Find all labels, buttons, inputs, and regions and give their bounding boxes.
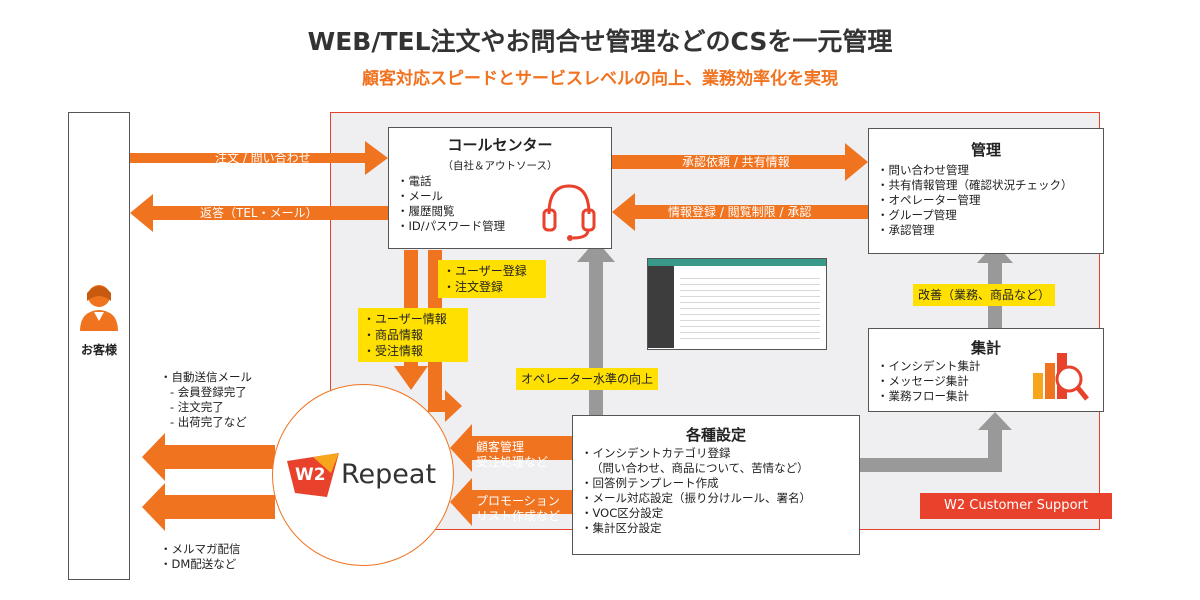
list-item: メール対応設定（振り分けルール、署名） xyxy=(581,491,812,506)
label-info-set: ユーザー情報 商品情報 受注情報 xyxy=(358,308,468,362)
label-reply: 返答（TEL・メール） xyxy=(200,206,318,220)
list-item: メール xyxy=(397,189,505,204)
chart-magnifier-icon xyxy=(1033,353,1089,401)
list-item: インシデントカテゴリ登録 xyxy=(581,446,811,461)
list-item: ID/パスワード管理 xyxy=(397,219,506,234)
arrow-operator-level xyxy=(577,240,615,415)
repeat-logo-text: Repeat xyxy=(341,459,437,490)
settings-items: インシデントカテゴリ登録 （問い合わせ、商品について、苦情など） 回答例テンプレ… xyxy=(581,446,811,536)
arrow-reply xyxy=(130,194,388,232)
thumb-header xyxy=(648,259,826,266)
aggregation-title: 集計 xyxy=(970,339,1001,357)
w2-logo-mark: W2 xyxy=(295,465,326,485)
label-info-registration: 情報登録 / 閲覧制限 / 承認 xyxy=(668,205,812,219)
customer-label: お客様 xyxy=(80,343,117,357)
arrow-customer-mgmt xyxy=(450,424,572,472)
label-promotion-2: リスト作成など xyxy=(476,509,561,523)
arrow-auto-mail xyxy=(142,433,275,481)
list-item: VOC区分設定 xyxy=(581,506,811,521)
list-item: オペレーター管理 xyxy=(877,193,1073,208)
label-customer-mgmt-2: 受注処理など xyxy=(476,455,549,469)
label-promotion-1: プロモーション xyxy=(476,494,560,508)
label-user-info: ユーザー情報 xyxy=(363,311,463,327)
arrow-mailmag xyxy=(142,483,275,531)
list-item: 承認管理 xyxy=(877,223,1073,238)
page-subtitle: 顧客対応スピードとサービスレベルの向上、業務効率化を実現 xyxy=(362,69,838,89)
aggregation-items: インシデント集計 メッセージ集計 業務フロー集計 xyxy=(877,359,981,404)
list-item: 履歴閲覧 xyxy=(397,204,505,219)
screenshot-thumbnail xyxy=(647,258,827,350)
label-order-inquiry: 注文 / 問い合わせ xyxy=(215,151,311,165)
list-item: グループ管理 xyxy=(877,208,1073,223)
arrow-order-inquiry xyxy=(130,141,388,175)
w2-logo-icon xyxy=(287,453,339,497)
label-order-registration: 注文登録 xyxy=(443,279,541,295)
list-item: 共有情報管理（確認状況チェック） xyxy=(877,178,1073,193)
management-title: 管理 xyxy=(970,141,1001,159)
label-order-info: 受注情報 xyxy=(363,343,463,359)
label-customer-mgmt-1: 顧客管理 xyxy=(476,440,525,454)
auto-mail-heading: ・自動送信メール xyxy=(160,370,252,384)
person-icon xyxy=(80,285,118,331)
arrow-info-registration xyxy=(612,193,868,231)
management-box: 管理 問い合わせ管理 共有情報管理（確認状況チェック） オペレーター管理 グルー… xyxy=(868,128,1104,254)
arrow-cc-to-repeat-2 xyxy=(428,250,462,422)
list-item: インシデント集計 xyxy=(877,359,981,374)
auto-mail-line: - 注文完了 xyxy=(170,400,224,414)
arrow-promotion xyxy=(450,478,572,526)
list-item: 電話 xyxy=(397,174,505,189)
auto-mail-line: - 会員登録完了 xyxy=(170,385,247,399)
repeat-circle: W2 Repeat xyxy=(272,384,454,566)
list-item: 業務フロー集計 xyxy=(877,389,981,404)
call-center-items: 電話 メール 履歴閲覧 ID/パスワード管理 xyxy=(397,174,506,234)
label-user-registration: ユーザー登録 xyxy=(443,263,541,279)
list-item: メッセージ集計 xyxy=(877,374,981,389)
arrow-settings-to-aggregation xyxy=(860,412,1012,472)
call-center-box: コールセンター （自社＆アウトソース） 電話 メール 履歴閲覧 ID/パスワード… xyxy=(388,127,612,249)
call-center-subtitle: （自社＆アウトソース） xyxy=(442,160,558,172)
list-item: 問い合わせ管理 xyxy=(877,163,1073,178)
call-center-title: コールセンター xyxy=(447,136,553,154)
auto-mail-line: - 出荷完了など xyxy=(170,415,247,429)
settings-title: 各種設定 xyxy=(685,426,746,444)
label-registration: ユーザー登録 注文登録 xyxy=(438,260,546,298)
mailmag-line: ・メルマガ配信 xyxy=(160,542,241,556)
label-approval-request: 承認依頼 / 共有情報 xyxy=(682,155,790,169)
aggregation-box: 集計 インシデント集計 メッセージ集計 業務フロー集計 xyxy=(868,328,1104,412)
list-item: 集計区分設定 xyxy=(581,521,811,536)
label-improvement: 改善（業務、商品など） xyxy=(913,284,1056,306)
page-title: WEB/TEL注文やお問合せ管理などのCSを一元管理 xyxy=(307,27,893,56)
thumb-lines xyxy=(680,273,820,343)
customer-column: お客様 xyxy=(68,112,130,580)
arrow-approval-request xyxy=(612,143,868,181)
mailmag-line: ・DM配送など xyxy=(160,557,237,571)
label-product-info: 商品情報 xyxy=(363,327,463,343)
management-items: 問い合わせ管理 共有情報管理（確認状況チェック） オペレーター管理 グループ管理… xyxy=(877,163,1073,238)
w2-customer-support-badge: W2 Customer Support xyxy=(920,493,1112,519)
list-item: 回答例テンプレート作成 xyxy=(581,476,811,491)
list-item-note: （問い合わせ、商品について、苦情など） xyxy=(591,461,809,475)
thumb-sidebar xyxy=(648,266,674,348)
headset-icon xyxy=(542,184,596,241)
settings-box: 各種設定 インシデントカテゴリ登録 （問い合わせ、商品について、苦情など） 回答… xyxy=(572,415,860,555)
label-operator-level: オペレーター水準の向上 xyxy=(516,368,659,390)
